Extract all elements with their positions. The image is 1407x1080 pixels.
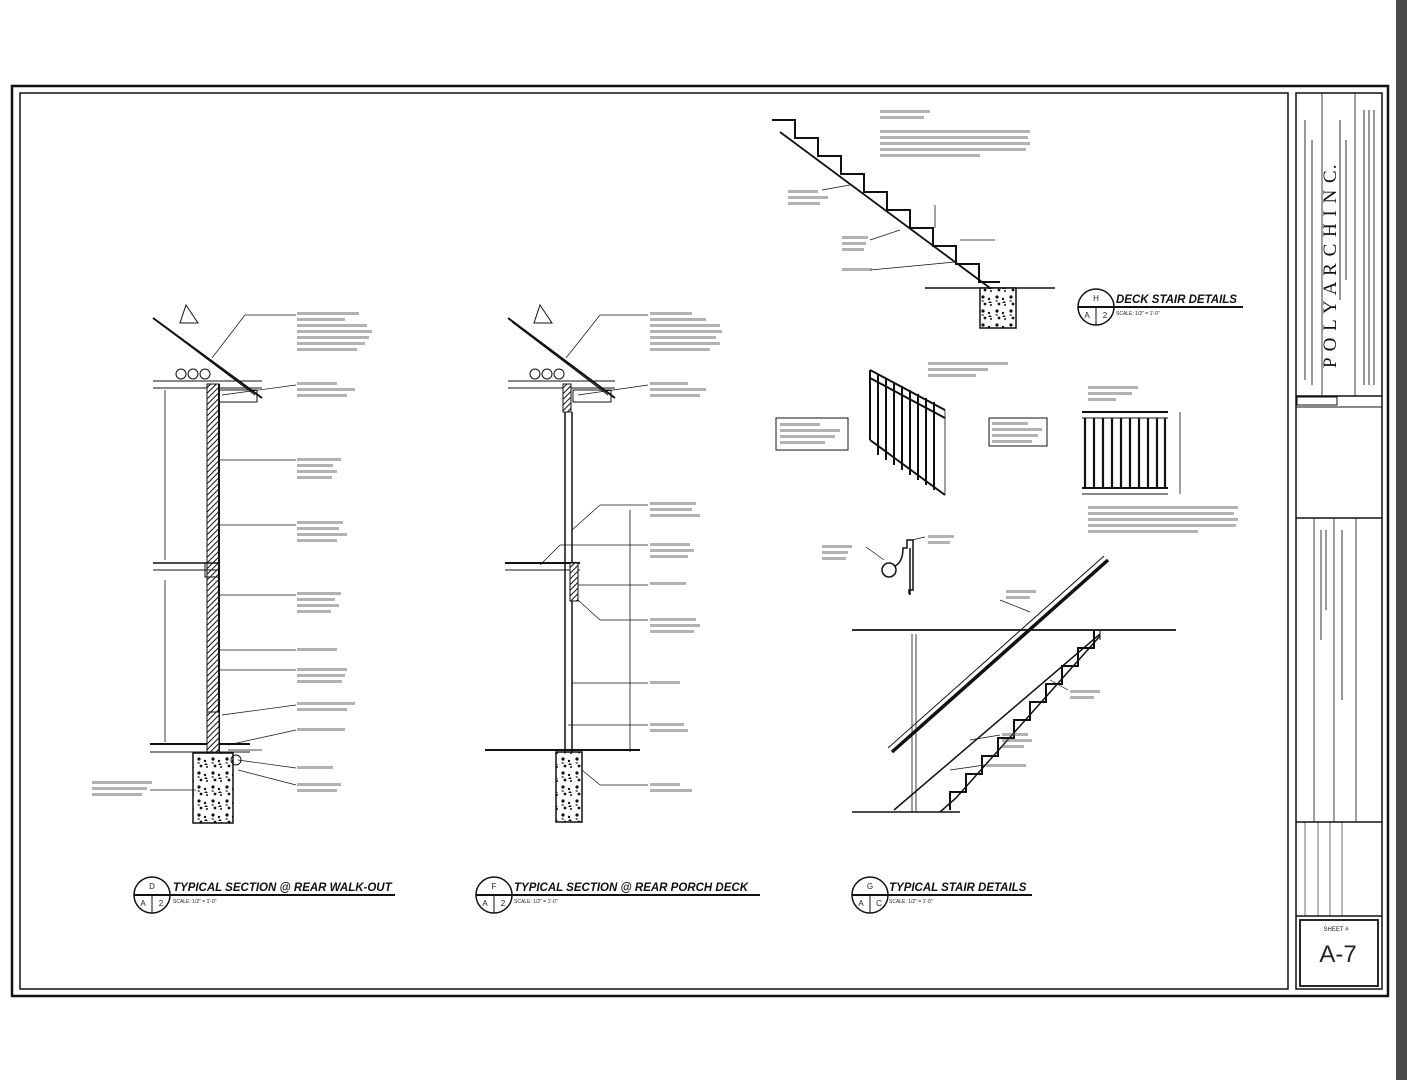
detail-ref-H: 2	[1103, 311, 1108, 320]
detail-scale-D: SCALE: 1/2" = 1'-0"	[173, 899, 217, 905]
watermark-line1: REALTEAM	[4, 1037, 91, 1054]
sheet-number: A-7	[1319, 941, 1356, 968]
detail-scale-H: SCALE: 1/2" = 1'-0"	[1116, 311, 1160, 317]
detail-title-G: G A C TYPICAL STAIR DETAILS SCALE: 1/2" …	[851, 876, 1032, 914]
detail-ref-D: 2	[159, 899, 164, 908]
detail-title-text-D: TYPICAL SECTION @ REAR WALK-OUT	[173, 882, 393, 894]
detail-title-text-G: TYPICAL STAIR DETAILS	[889, 882, 1027, 894]
notes-rear-porch-deck	[650, 312, 722, 792]
notes-handrail	[822, 535, 954, 560]
notes-deck-stair	[788, 110, 1030, 271]
detail-letter-D: D	[149, 882, 155, 891]
sheet-label: SHEET #	[1324, 927, 1350, 933]
notes-typical-stair	[986, 590, 1100, 767]
deck-stair-drawing	[772, 119, 1055, 329]
watermark-line2: REAL ESTATE	[4, 1054, 63, 1061]
drawing-border	[19, 92, 1289, 990]
title-block: P O L Y A R C H I N C. SHEET # A-7	[1295, 92, 1383, 990]
detail-letter-G: G	[867, 882, 873, 891]
detail-sheet-H: A	[1084, 311, 1090, 320]
detail-title-D: D A 2 TYPICAL SECTION @ REAR WALK-OUT SC…	[133, 876, 395, 914]
typical-stair-drawing	[852, 555, 1176, 813]
viewer-scrollbar[interactable]	[1396, 0, 1407, 1080]
detail-sheet-F: A	[482, 899, 488, 908]
detail-ref-F: 2	[501, 899, 506, 908]
detail-sheet-G: A	[858, 899, 864, 908]
detail-title-text-H: DECK STAIR DETAILS	[1116, 294, 1237, 306]
section-rear-porch-deck	[485, 303, 649, 823]
detail-title-text-F: TYPICAL SECTION @ REAR PORCH DECK	[514, 882, 749, 894]
realteam-watermark: REALTEAM REAL ESTATE	[4, 1038, 90, 1061]
handrail-profile	[865, 536, 926, 595]
notes-railing	[780, 362, 1238, 533]
outer-border	[10, 84, 1390, 998]
railing-details	[775, 369, 1181, 496]
detail-letter-F: F	[492, 882, 497, 891]
notes-rear-walk-out	[92, 312, 372, 796]
detail-title-H: H A 2 DECK STAIR DETAILS SCALE: 1/2" = 1…	[1077, 288, 1243, 326]
detail-sheet-D: A	[140, 899, 146, 908]
detail-scale-F: SCALE: 1/2" = 1'-0"	[514, 899, 558, 905]
detail-ref-G: C	[876, 899, 882, 908]
detail-letter-H: H	[1093, 294, 1099, 303]
firm-name: P O L Y A R C H I N C.	[1320, 164, 1341, 368]
detail-title-F: F A 2 TYPICAL SECTION @ REAR PORCH DECK …	[475, 876, 760, 914]
detail-scale-G: SCALE: 1/2" = 1'-0"	[889, 899, 933, 905]
section-rear-walk-out	[150, 303, 297, 824]
